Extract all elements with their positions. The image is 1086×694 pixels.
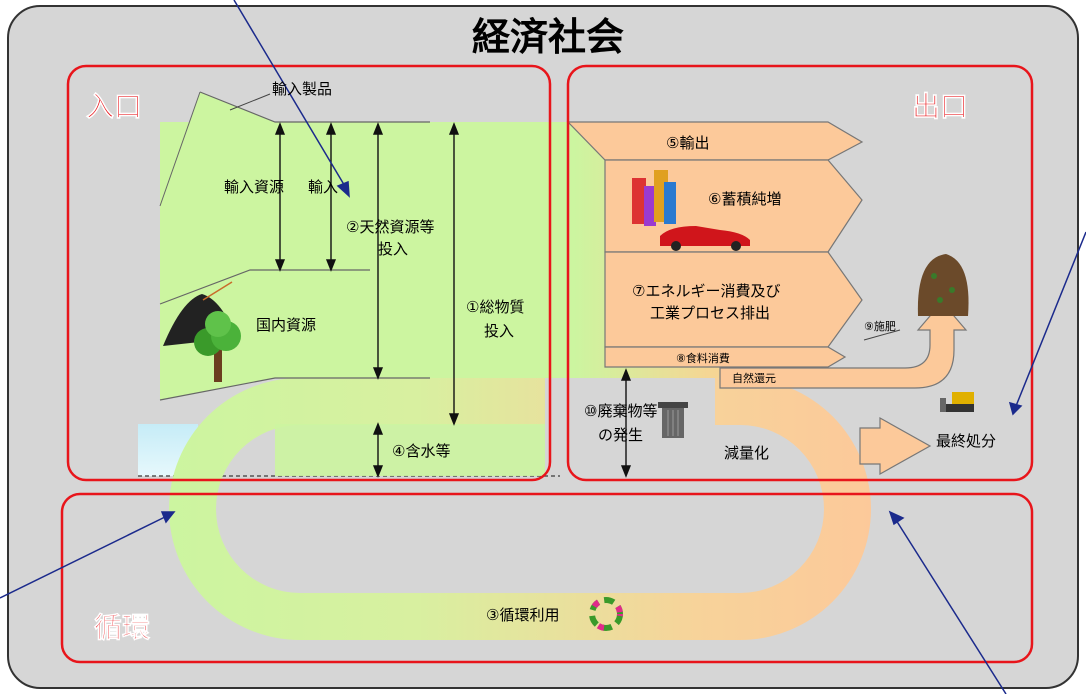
section-label-input: 入口 — [86, 90, 142, 123]
label-natural-resources-1: ②天然資源等 — [346, 218, 434, 236]
label-imports: 輸入 — [308, 178, 338, 196]
label-natural-resources-2: 投入 — [378, 240, 408, 258]
energy-arrow — [604, 251, 863, 348]
label-waste-1: ⑩廃棄物等 — [584, 402, 657, 420]
red-car-icon — [660, 226, 750, 251]
label-total-material-2: 投入 — [484, 322, 514, 340]
label-imported-products: 輸入製品 — [272, 80, 332, 98]
label-imported-resources: 輸入資源 — [224, 178, 284, 196]
recycle-icon — [589, 597, 623, 631]
final-disposal-arrow — [859, 416, 932, 476]
water-band — [275, 424, 545, 476]
label-final-disposal: 最終処分 — [936, 432, 996, 450]
section-label-output: 出口 — [912, 90, 968, 123]
recycling-loop-band — [169, 378, 871, 640]
output-frame — [566, 64, 1034, 482]
label-energy-1: ⑦エネルギー消費及び — [632, 282, 780, 300]
compost-pile-icon — [917, 254, 969, 316]
label-waste-2: の発生 — [598, 426, 643, 444]
cycle-frame — [60, 492, 1034, 664]
label-fertilizer: ⑨施肥 — [864, 320, 896, 333]
section-label-cycle: 循環 — [94, 611, 151, 644]
label-stock-increase: ⑥蓄積純増 — [708, 190, 781, 208]
food-arrow — [604, 346, 847, 368]
label-food: ⑧食料消費 — [676, 351, 730, 365]
label-reduction: 減量化 — [724, 444, 769, 462]
tree-icon — [194, 311, 241, 382]
label-total-material-1: ①総物質 — [466, 298, 524, 316]
input-frame — [66, 64, 552, 482]
label-water-content: ④含水等 — [392, 442, 450, 460]
label-domestic-resources: 国内資源 — [256, 316, 316, 334]
dimension-arrows — [274, 122, 632, 478]
label-recycling: ③循環利用 — [486, 606, 559, 624]
buildings-icon — [632, 170, 676, 226]
page-title: 経済社会 — [472, 15, 624, 59]
bulldozer-icon — [940, 392, 974, 412]
trash-can-icon — [658, 402, 688, 438]
label-natural-return: 自然還元 — [732, 371, 776, 385]
label-exports: ⑤輸出 — [666, 134, 709, 152]
imported-resources-funnel — [160, 92, 275, 270]
label-energy-2: 工業プロセス排出 — [650, 304, 770, 322]
exports-arrow — [566, 121, 864, 161]
